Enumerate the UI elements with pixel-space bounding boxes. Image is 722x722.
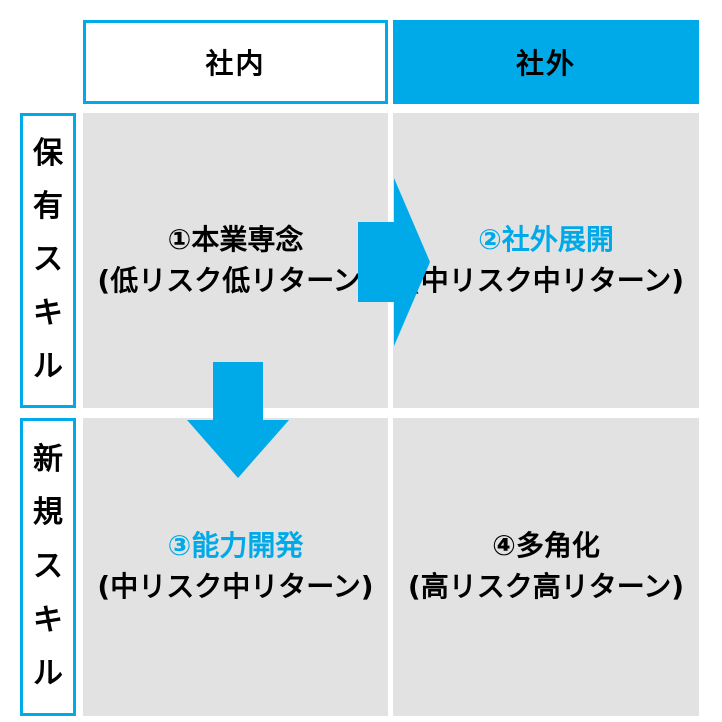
row-header-char: 規	[33, 495, 63, 531]
row-header-char: 有	[33, 189, 63, 225]
row-header-char: ル	[33, 656, 63, 692]
row-header-char: ス	[33, 548, 63, 584]
quadrant-core-business: ①本業専念 (低リスク低リターン)	[83, 113, 388, 408]
quadrant-title: ①本業専念	[167, 222, 304, 256]
row-header-char: キ	[33, 602, 63, 638]
column-header-external: 社外	[393, 20, 699, 104]
quadrant-external-expansion: ②社外展開 (中リスク中リターン)	[393, 113, 699, 408]
quadrant-title: ③能力開発	[167, 529, 304, 563]
arrow-down-icon	[187, 362, 289, 478]
row-header-existing-skills: 保 有 ス キ ル	[20, 113, 76, 408]
column-header-internal: 社内	[83, 20, 388, 104]
row-header-char: ス	[33, 242, 63, 278]
row-header-char: 保	[33, 136, 63, 172]
quadrant-diversification: ④多角化 (高リスク高リターン)	[393, 418, 699, 716]
quadrant-title: ②社外展開	[478, 222, 614, 256]
column-header-internal-label: 社内	[205, 47, 266, 80]
column-header-external-label: 社外	[515, 47, 576, 80]
row-header-char: 新	[33, 441, 63, 477]
quadrant-subtitle: (中リスク中リターン)	[407, 263, 685, 297]
quadrant-subtitle: (高リスク高リターン)	[407, 570, 685, 603]
row-header-char: ル	[33, 348, 63, 384]
row-header-char: キ	[33, 295, 63, 331]
quadrant-title: ④多角化	[492, 529, 600, 563]
arrow-right-icon	[358, 178, 430, 346]
quadrant-subtitle: (低リスク低リターン)	[97, 263, 374, 297]
row-header-new-skills: 新 規 ス キ ル	[20, 418, 76, 716]
quadrant-subtitle: (中リスク中リターン)	[97, 570, 374, 603]
